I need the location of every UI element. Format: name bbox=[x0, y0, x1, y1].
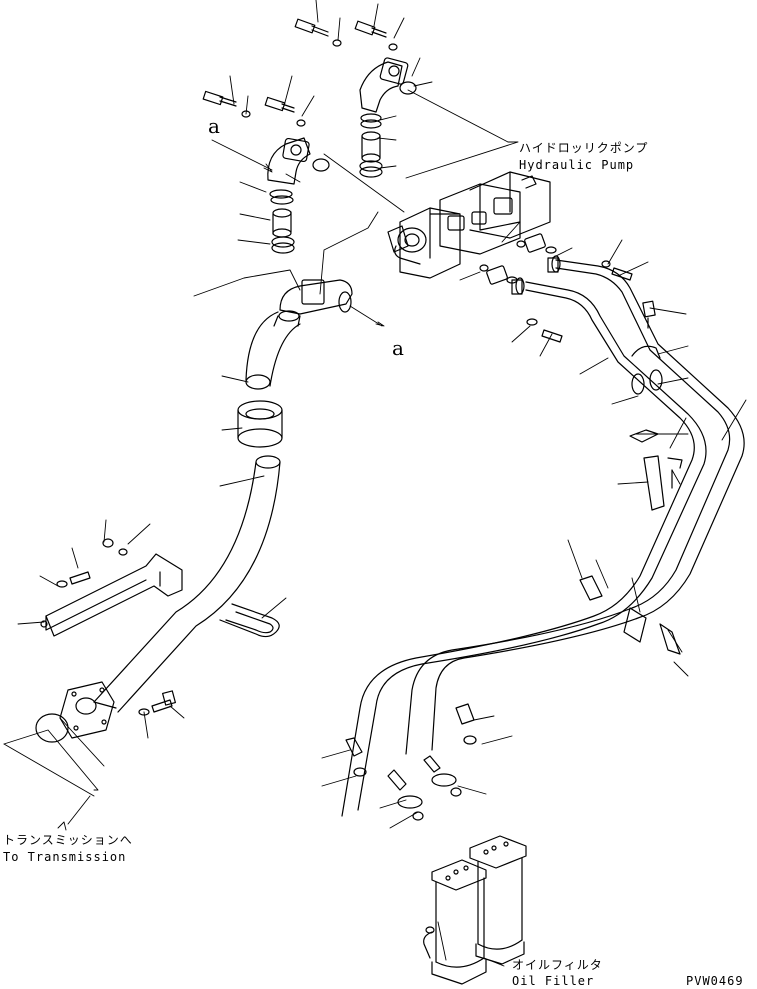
pump-flange-parts bbox=[479, 233, 557, 285]
hose-coupling bbox=[237, 400, 283, 448]
transmission-label-en: To Transmission bbox=[3, 850, 127, 864]
left-bolt-set bbox=[202, 90, 306, 127]
view-marker-a-top: a bbox=[208, 114, 220, 138]
oil-filter-right bbox=[469, 835, 527, 965]
leader-lines bbox=[17, 0, 747, 829]
hydraulic-pump-label-jp: ハイドロッリクポンプ bbox=[519, 141, 649, 155]
oil-filter-label-jp: オイルフィルタ bbox=[512, 958, 603, 972]
callout-frames bbox=[3, 139, 519, 967]
elbow-clamp-stack bbox=[359, 113, 383, 178]
filter-hose-ends bbox=[345, 703, 477, 821]
flange-bolt bbox=[138, 690, 176, 716]
left-elbow-fitting bbox=[267, 137, 330, 185]
transmission-label-jp: トランスミッションへ bbox=[3, 833, 133, 847]
oil-filter-left bbox=[431, 859, 487, 985]
u-bolt bbox=[219, 603, 280, 638]
line-clamps bbox=[579, 345, 683, 655]
top-bolt-set bbox=[294, 18, 398, 51]
suction-pipe-lower bbox=[93, 455, 281, 713]
view-marker-a-mid: a bbox=[392, 336, 404, 360]
transmission-flange bbox=[35, 681, 115, 743]
hydraulic-pump-label-en: Hydraulic Pump bbox=[519, 158, 635, 172]
filter-sensor bbox=[423, 926, 435, 959]
pump-elbow-fitting bbox=[359, 57, 417, 113]
hydraulic-pump bbox=[387, 171, 551, 279]
drawing-code: PVW0469 bbox=[686, 974, 744, 988]
pressure-lines bbox=[341, 259, 745, 817]
support-bracket-left bbox=[40, 538, 183, 637]
left-clamp-stack bbox=[269, 189, 295, 254]
oil-filter-label-en: Oil Filler bbox=[512, 974, 595, 988]
suction-manifold bbox=[245, 279, 353, 390]
